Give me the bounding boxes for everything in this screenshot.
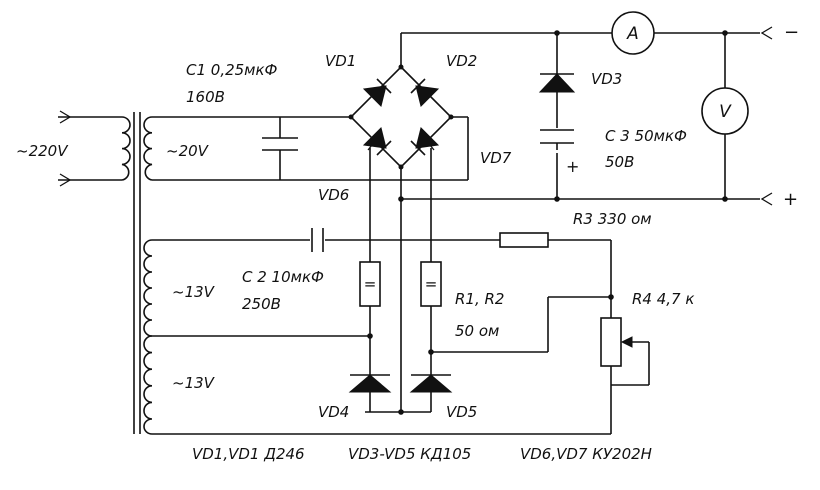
label-vd7: VD7 <box>480 149 512 167</box>
secondary-winding-2 <box>143 239 153 337</box>
primary-winding <box>121 116 131 181</box>
label-sec2: ~13V <box>172 283 216 301</box>
diode-vd2 <box>415 85 440 107</box>
label-sec3: ~13V <box>172 374 216 392</box>
label-c1-volt: 160В <box>186 88 225 106</box>
capacitor-c1 <box>262 117 298 180</box>
resistor-r1 <box>359 261 381 307</box>
diode-vd3 <box>538 73 576 93</box>
label-r1r2-name: R1, R2 <box>455 290 504 308</box>
diode-vd4 <box>348 374 392 393</box>
label-mains: ~220V <box>16 142 69 160</box>
label-r1-eq: = <box>364 275 377 293</box>
label-parts-1: VD1,VD1 Д246 <box>192 445 305 463</box>
label-r2-eq: = <box>425 275 438 293</box>
sec1-wiring <box>152 116 469 181</box>
diode-bridge <box>348 64 454 170</box>
label-c3-plus: + <box>566 157 579 176</box>
thyristor-vd7 <box>415 127 440 149</box>
mains-input-terminals <box>58 110 122 187</box>
label-vd3: VD3 <box>591 70 622 88</box>
label-c2-volt: 250В <box>242 295 281 313</box>
label-vd4: VD4 <box>318 403 349 421</box>
voltmeter <box>701 87 749 135</box>
label-c2-name: C 2 10мкФ <box>242 268 324 286</box>
label-vd5: VD5 <box>446 403 477 421</box>
label-c1-name: C1 0,25мкФ <box>186 61 278 79</box>
diode-vd5 <box>409 374 453 393</box>
control-wiring <box>152 148 650 435</box>
label-r1r2-value: 50 ом <box>455 322 499 340</box>
resistor-r2 <box>420 261 442 307</box>
label-r4: R4 4,7 к <box>632 290 694 308</box>
potentiometer-r4 <box>600 317 622 367</box>
label-vd6: VD6 <box>318 186 349 204</box>
label-out-minus: − <box>784 22 799 43</box>
label-voltmeter: V <box>719 102 732 122</box>
transformer <box>121 112 153 435</box>
capacitor-c3 <box>540 128 574 153</box>
capacitor-c2 <box>311 228 324 252</box>
ammeter <box>611 11 655 55</box>
label-c3-name: C 3 50мкФ <box>605 127 687 145</box>
secondary-winding-3 <box>143 335 153 435</box>
label-c3-volt: 50В <box>605 153 634 171</box>
label-ammeter: A <box>626 24 639 44</box>
label-vd1: VD1 <box>325 52 356 70</box>
diode-vd1 <box>362 85 387 107</box>
label-out-plus: + <box>783 189 798 210</box>
resistor-r3 <box>499 232 549 248</box>
label-parts-2: VD3-VD5 КД105 <box>348 445 471 463</box>
label-parts-3: VD6,VD7 КУ202Н <box>520 445 652 463</box>
label-vd2: VD2 <box>446 52 477 70</box>
label-sec1: ~20V <box>166 142 210 160</box>
thyristor-vd6 <box>362 127 387 149</box>
output-wiring <box>365 26 773 413</box>
secondary-winding-1 <box>143 116 153 181</box>
label-r3: R3 330 ом <box>573 210 652 228</box>
